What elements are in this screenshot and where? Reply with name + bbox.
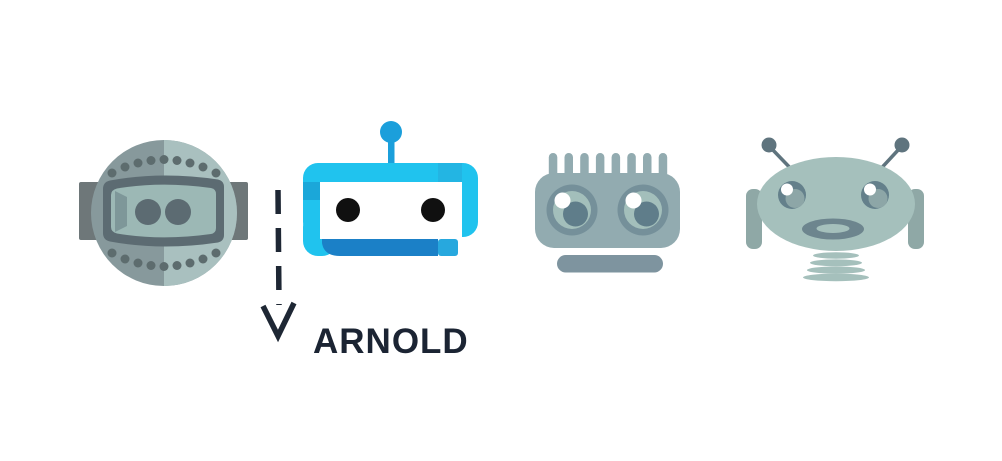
robot2-chin-bar [322, 239, 438, 256]
robot1-screen-fold [115, 191, 127, 232]
arrow-dashed-shaft [275, 189, 282, 306]
round-visor-robot-icon [79, 140, 248, 286]
blue-square-robot-icon [303, 121, 478, 256]
robot3-mouth [557, 255, 663, 273]
robot4-neck-ribs [803, 252, 869, 282]
comb-top-robot-icon [535, 153, 680, 273]
robot1-rivets [107, 155, 221, 271]
robot1-eyes [135, 199, 191, 225]
robot2-antenna [380, 121, 402, 165]
robot4-head [757, 157, 915, 251]
robot4-left-eye [778, 181, 806, 209]
robot2-frame-accent-top [438, 163, 462, 182]
robot4-right-eye [861, 181, 889, 209]
robot3-right-eye [617, 184, 669, 236]
robot4-mouth [802, 218, 864, 240]
robot2-frame-accent-left [303, 182, 320, 200]
robot2-chin-accent [438, 239, 458, 256]
robot3-left-eye [546, 184, 598, 236]
robot1-visor-screen [111, 184, 216, 238]
oval-head-robot-icon [746, 137, 924, 282]
robot-name-label: ARNOLD [313, 322, 469, 361]
arrow-head [260, 301, 297, 343]
robot2-eyes [336, 198, 445, 222]
down-arrow-icon [260, 189, 297, 343]
